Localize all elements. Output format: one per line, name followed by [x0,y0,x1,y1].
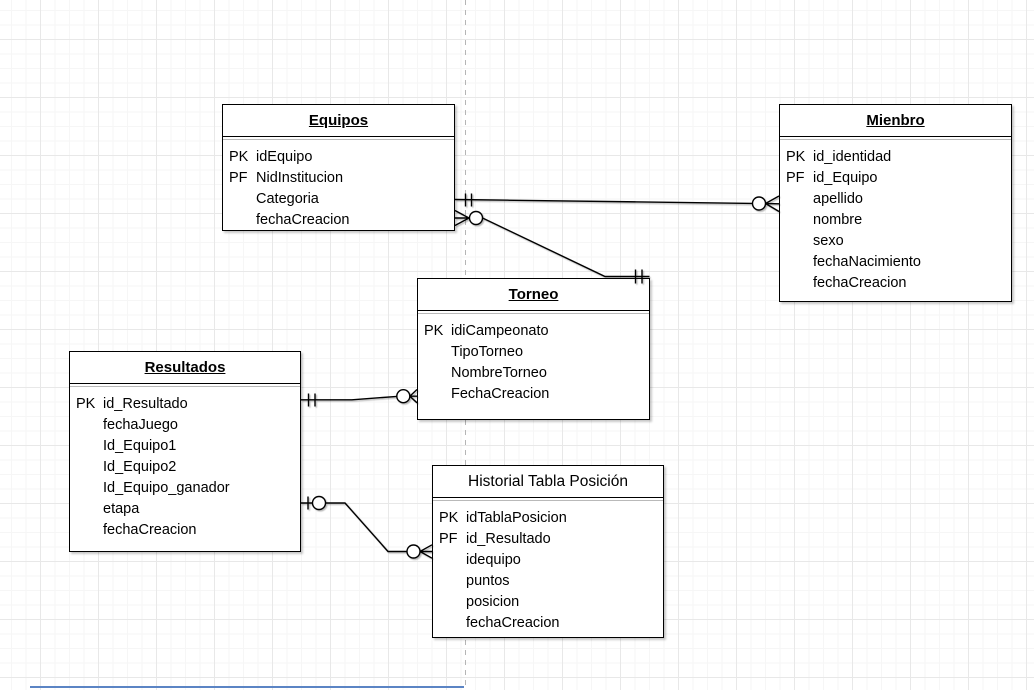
attribute-name: id_Equipo [813,170,878,186]
relation-line [454,198,753,205]
key-label: PK [439,510,459,526]
cardinality-zero-or-one-icon [307,495,327,511]
attribute-row[interactable]: Id_Equipo2 [70,457,300,478]
attribute-name: Id_Equipo1 [103,438,177,454]
relation-equipos-mienbro[interactable] [454,193,780,213]
attribute-row[interactable]: fechaCreacion [780,273,1011,294]
attribute-name: FechaCreacion [451,386,550,402]
attribute-name: sexo [813,233,844,249]
attribute-name: idequipo [466,552,521,568]
relation-resultados-historial[interactable] [301,495,433,559]
entity-title[interactable]: Torneo [418,279,649,311]
attribute-row[interactable]: FechaCreacion [418,384,649,405]
attribute-row[interactable]: fechaNacimiento [780,252,1011,273]
attribute-row[interactable]: nombre [780,210,1011,231]
attribute-name: nombre [813,212,863,228]
attribute-row[interactable]: apellido [780,189,1011,210]
relation-line [301,502,407,553]
attribute-name: posicion [466,594,520,610]
attribute-row[interactable]: idequipo [433,550,663,571]
relation-resultados-torneo[interactable] [301,388,418,407]
attribute-row[interactable]: TipoTorneo [418,342,649,363]
attribute-row[interactable]: puntos [433,571,663,592]
attribute-row[interactable]: fechaJuego [70,415,300,436]
attribute-row[interactable]: sexo [780,231,1011,252]
cardinality-zero-or-many-icon [396,388,418,404]
relation-line [301,395,397,401]
cardinality-zero-or-many-icon [406,544,433,559]
attribute-name: idiCampeonato [451,323,549,339]
attribute-row[interactable]: PK idTablaPosicion [433,508,663,529]
cardinality-one-and-only-one-icon [307,393,316,407]
attribute-row[interactable]: PF id_Equipo [780,168,1011,189]
attribute-row[interactable]: fechaCreacion [223,210,454,231]
cardinality-one-and-only-one-icon [464,193,473,207]
attribute-name: NidInstitucion [256,170,344,186]
attribute-name: fechaCreacion [813,275,907,291]
attribute-row[interactable]: PF id_Resultado [433,529,663,550]
attribute-name: idEquipo [256,149,313,165]
attribute-row[interactable]: posicion [433,592,663,613]
attribute-name: fechaJuego [103,417,178,433]
attribute-name: fechaNacimiento [813,254,921,270]
attribute-name: Id_Equipo_ganador [103,480,230,496]
cardinality-zero-or-many-icon [751,195,780,213]
relation-line [482,217,650,278]
attribute-row[interactable]: fechaCreacion [433,613,663,634]
attribute-row[interactable]: PK idEquipo [223,147,454,168]
entity-title[interactable]: Historial Tabla Posición [433,466,663,498]
attribute-name: TipoTorneo [451,344,524,360]
key-label: PF [786,170,805,186]
key-label: PK [76,396,96,412]
relation-equipos-torneo[interactable] [454,209,650,284]
attribute-name: puntos [466,573,510,589]
attribute-row[interactable]: PK id_Resultado [70,394,300,415]
key-label: PK [786,149,806,165]
attribute-name: id_Resultado [103,396,188,412]
entity-title[interactable]: Equipos [223,105,454,137]
attribute-row[interactable]: PK id_identidad [780,147,1011,168]
attribute-name: NombreTorneo [451,365,547,381]
key-label: PF [439,531,458,547]
attribute-name: idTablaPosicion [466,510,567,526]
key-label: PK [424,323,444,339]
attribute-row[interactable]: NombreTorneo [418,363,649,384]
attribute-row[interactable]: Id_Equipo1 [70,436,300,457]
page-edge-line [30,686,464,688]
attribute-name: etapa [103,501,140,517]
attribute-row[interactable]: Id_Equipo_ganador [70,478,300,499]
attribute-row[interactable]: Categoria [223,189,454,210]
key-label: PK [229,149,249,165]
attribute-name: id_identidad [813,149,892,165]
cardinality-zero-or-many-icon [454,209,484,227]
attribute-name: fechaCreacion [103,522,197,538]
attribute-row[interactable]: etapa [70,499,300,520]
attribute-name: apellido [813,191,863,207]
attribute-name: Categoria [256,191,319,207]
entity-historial-tabla-posicion[interactable]: Historial Tabla Posición PK idTablaPosici… [432,465,664,638]
attribute-name: fechaCreacion [256,212,350,228]
entity-title[interactable]: Mienbro [780,105,1011,137]
attribute-name: id_Resultado [466,531,551,547]
attribute-row[interactable]: PK idiCampeonato [418,321,649,342]
entity-title[interactable]: Resultados [70,352,300,384]
attribute-row[interactable]: PF NidInstitucion [223,168,454,189]
key-label: PF [229,170,248,186]
attribute-name: Id_Equipo2 [103,459,177,475]
attribute-row[interactable]: fechaCreacion [70,520,300,541]
attribute-name: fechaCreacion [466,615,560,631]
